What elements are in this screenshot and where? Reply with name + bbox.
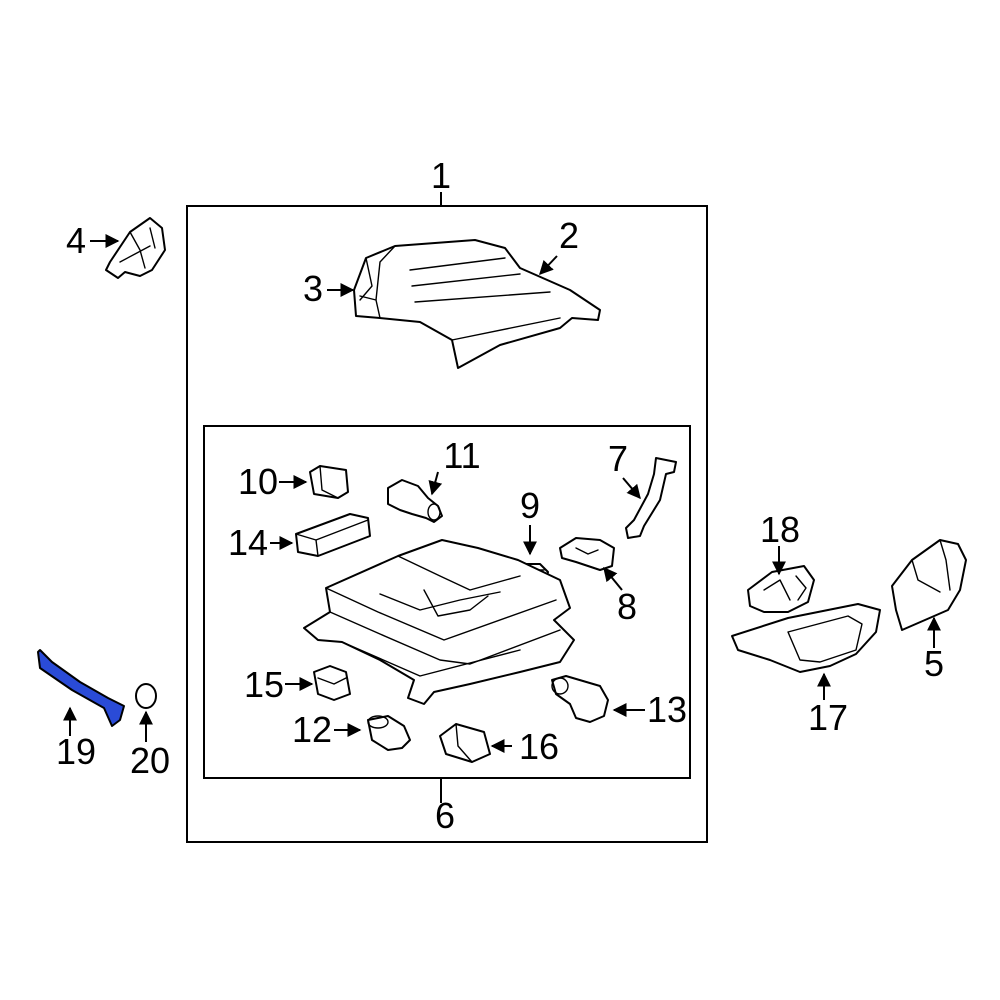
callout-12: 12	[292, 709, 332, 750]
callout-19: 19	[56, 731, 96, 772]
callout-20: 20	[130, 740, 170, 781]
seat-track-frame	[203, 425, 691, 779]
part-20-clip[interactable]	[135, 683, 157, 709]
callout-1: 1	[431, 155, 451, 196]
callout-4: 4	[66, 220, 86, 261]
callout-9: 9	[520, 485, 540, 526]
callout-7: 7	[608, 438, 628, 479]
part-19-highlighted-trim[interactable]	[37, 649, 125, 727]
callout-11: 11	[443, 435, 480, 476]
part-15-switch[interactable]	[313, 665, 351, 701]
part-17-seat-side-trim[interactable]	[731, 603, 881, 673]
callout-10: 10	[238, 461, 278, 502]
part-8-bracket[interactable]	[559, 537, 615, 571]
part-16-connector[interactable]	[439, 723, 491, 763]
part-10-module[interactable]	[309, 465, 349, 499]
part-11-motor[interactable]	[387, 479, 443, 523]
part-5-side-shield[interactable]	[891, 539, 967, 631]
callout-8: 8	[617, 586, 637, 627]
callout-16: 16	[519, 726, 559, 767]
callout-14: 14	[228, 522, 268, 563]
part-12-motor[interactable]	[367, 715, 411, 751]
callout-17: 17	[808, 697, 848, 738]
callout-15: 15	[244, 664, 284, 705]
part-14-control-module[interactable]	[295, 513, 371, 557]
part-13-motor[interactable]	[551, 675, 609, 723]
seat-cushion-part[interactable]	[353, 239, 601, 369]
callout-2: 2	[559, 215, 579, 256]
callout-5: 5	[924, 643, 944, 684]
callout-6: 6	[435, 795, 455, 836]
part-4-trim-cover[interactable]	[105, 217, 166, 279]
seat-frame-part[interactable]	[303, 539, 575, 705]
seat-assembly-frame	[186, 205, 708, 843]
callout-18: 18	[760, 509, 800, 550]
callout-13: 13	[647, 689, 687, 730]
part-7-wire-harness[interactable]	[625, 457, 677, 539]
part-18-seat-switch[interactable]	[747, 565, 815, 613]
callout-3: 3	[303, 268, 323, 309]
